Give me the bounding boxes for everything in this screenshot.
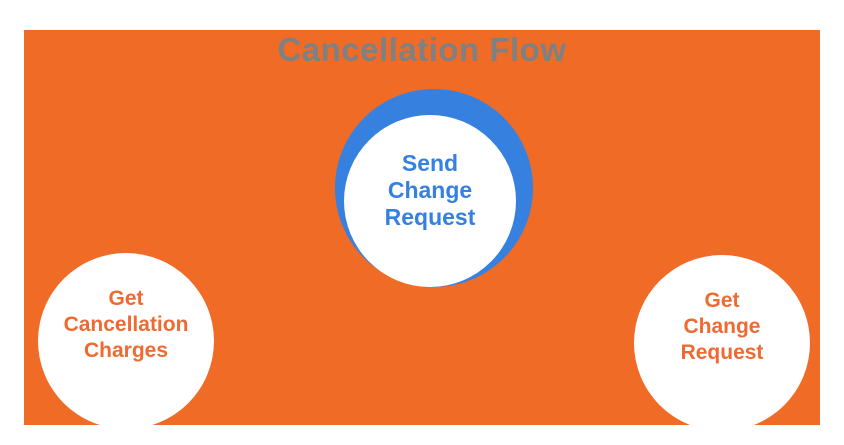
node-get-cancellation-charges-label: Get Cancellation Charges <box>63 287 189 362</box>
node-get-change-request-label: Get Change Request <box>680 289 764 364</box>
diagram-title: Cancellation Flow <box>277 31 567 68</box>
node-get-cancellation-charges[interactable]: Get Cancellation Charges <box>38 253 214 425</box>
node-get-change-request[interactable]: Get Change Request <box>634 255 810 425</box>
node-send-change-request[interactable]: Send Change Request <box>344 115 516 287</box>
node-send-change-request-label: Send Change Request <box>384 149 476 230</box>
diagram-canvas: Cancellation Flow Send Change Request Ge… <box>24 30 820 425</box>
